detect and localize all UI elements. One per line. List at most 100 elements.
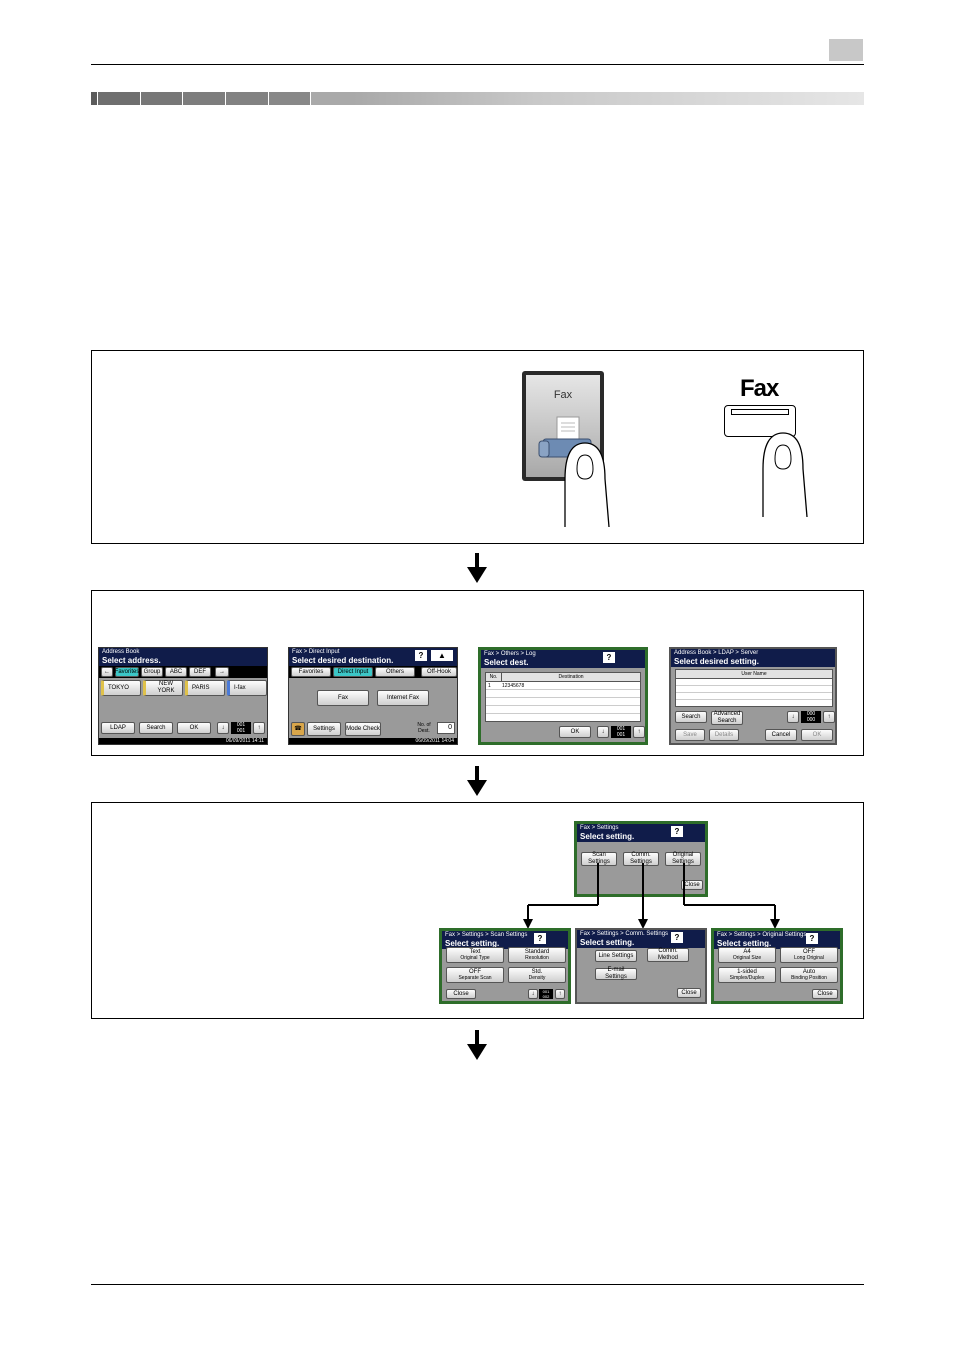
ldap-button[interactable]: LDAP bbox=[101, 722, 135, 734]
mode-check-button[interactable]: Mode Check bbox=[345, 722, 381, 736]
help-icon[interactable]: ? bbox=[534, 933, 546, 944]
log-screen: Fax > Others > Log Select dest. ? No. De… bbox=[478, 647, 648, 745]
page-counter: 000 bbox=[801, 711, 821, 717]
density-button[interactable]: Std.Density bbox=[508, 967, 566, 983]
help-icon[interactable]: ? bbox=[671, 932, 683, 943]
prompt: Select desired setting. bbox=[674, 657, 759, 666]
breadcrumb: Fax > Settings > Scan Settings bbox=[445, 932, 528, 938]
tab-favorites[interactable]: Favorites bbox=[115, 667, 139, 677]
breadcrumb: Fax > Settings bbox=[580, 825, 619, 831]
step1-frame: Fax Fax bbox=[91, 350, 864, 544]
band-segment bbox=[183, 92, 225, 105]
address-entry[interactable]: TOKYO bbox=[101, 680, 141, 696]
original-settings-button[interactable]: Original Settings bbox=[665, 852, 701, 866]
band-segment bbox=[535, 92, 864, 105]
close-button[interactable]: Close bbox=[446, 989, 476, 999]
setting-value: 1-sided bbox=[737, 968, 757, 975]
ok-button[interactable]: OK bbox=[559, 726, 591, 738]
details-button[interactable]: Details bbox=[709, 729, 739, 741]
tab-others[interactable]: Others bbox=[375, 667, 415, 677]
prompt: Select setting. bbox=[580, 832, 635, 841]
page-counter-total: 002 bbox=[539, 994, 553, 999]
row-destination: 12345678 bbox=[502, 683, 525, 689]
top-rule bbox=[91, 64, 864, 65]
tab-direct-input[interactable]: Direct Input bbox=[333, 667, 373, 677]
page-number-box bbox=[829, 39, 863, 61]
bottom-rule bbox=[91, 1284, 864, 1285]
band-segment bbox=[140, 92, 183, 105]
breadcrumb: Fax > Settings > Original Settings bbox=[717, 932, 807, 938]
internet-fax-button[interactable]: Internet Fax bbox=[377, 690, 429, 706]
close-button[interactable]: Close bbox=[681, 880, 703, 890]
scroll-down-button[interactable]: ↓ bbox=[597, 726, 609, 738]
scroll-down-button[interactable]: ↓ bbox=[528, 989, 538, 999]
status-bar: 06/09/2011 14:11 bbox=[99, 738, 267, 744]
address-entry[interactable]: PARIS bbox=[185, 680, 225, 696]
search-button[interactable]: Search bbox=[675, 711, 707, 723]
tab-off-hook[interactable]: Off-Hook bbox=[421, 667, 457, 677]
tab-prev[interactable]: ← bbox=[101, 667, 113, 677]
tab-def[interactable]: DEF bbox=[189, 667, 211, 677]
address-entry[interactable]: I-fax bbox=[227, 680, 267, 696]
fax-button[interactable]: Fax bbox=[317, 690, 369, 706]
help-icon[interactable]: ? bbox=[415, 650, 427, 661]
hard-key-label: Fax bbox=[740, 375, 779, 402]
search-button[interactable]: Search bbox=[139, 722, 173, 734]
scroll-up-button[interactable]: ↑ bbox=[633, 726, 645, 738]
help-icon[interactable]: ? bbox=[603, 652, 615, 663]
setting-value: Standard bbox=[524, 948, 550, 955]
tab-favorites[interactable]: Favorites bbox=[291, 667, 331, 677]
fax-hard-key[interactable] bbox=[724, 405, 796, 437]
help-icon[interactable]: ? bbox=[806, 933, 818, 944]
tab-next[interactable]: → bbox=[215, 667, 229, 677]
touch-fax-button[interactable]: Fax bbox=[522, 371, 604, 481]
setting-value: OFF bbox=[803, 948, 815, 955]
tab-group[interactable]: Group bbox=[141, 667, 163, 677]
settings-button[interactable]: Settings bbox=[307, 722, 341, 736]
prompt: Select setting. bbox=[717, 939, 772, 948]
table-row[interactable]: 1 12345678 bbox=[486, 682, 640, 690]
scroll-up-button[interactable]: ↑ bbox=[823, 711, 835, 723]
comm-method-button[interactable]: Comm. Method bbox=[647, 948, 689, 962]
help-icon[interactable]: ? bbox=[671, 826, 683, 837]
dest-count-label: No. of Dest. bbox=[417, 722, 431, 734]
address-entry[interactable]: NEW YORK bbox=[143, 680, 183, 696]
scroll-down-button[interactable]: ↓ bbox=[787, 711, 799, 723]
screen-header: Fax > Settings > Scan Settings Select se… bbox=[442, 931, 568, 949]
scroll-up-button[interactable]: ↑ bbox=[253, 722, 265, 734]
setting-label: Original Size bbox=[732, 954, 762, 961]
scroll-down-button[interactable]: ↓ bbox=[217, 722, 229, 734]
advanced-search-button[interactable]: Advanced Search bbox=[711, 711, 743, 725]
save-button[interactable]: Save bbox=[675, 729, 705, 741]
email-settings-button[interactable]: E-mail Settings bbox=[595, 967, 637, 980]
close-button[interactable]: Close bbox=[812, 989, 838, 999]
eject-icon[interactable]: ▲ bbox=[431, 650, 453, 661]
step3-frame: Fax > Settings Select setting. ? Scan Se… bbox=[91, 802, 864, 1019]
line-settings-button[interactable]: Line Settings bbox=[595, 950, 637, 962]
scroll-up-button[interactable]: ↑ bbox=[555, 989, 565, 999]
comm-settings-button[interactable]: Comm. Settings bbox=[623, 852, 659, 866]
row-number: 1 bbox=[488, 683, 491, 689]
screen-header: Fax > Settings > Comm. Settings Select s… bbox=[577, 930, 705, 948]
tab-abc[interactable]: ABC bbox=[165, 667, 187, 677]
finger-icon bbox=[564, 442, 610, 528]
close-button[interactable]: Close bbox=[677, 988, 701, 998]
original-settings-screen: Fax > Settings > Original Settings Selec… bbox=[711, 928, 843, 1004]
band-segment bbox=[97, 92, 140, 105]
arrow-down-icon bbox=[467, 1030, 487, 1060]
ok-button[interactable]: OK bbox=[177, 722, 211, 734]
ok-button[interactable]: OK bbox=[801, 729, 833, 741]
cancel-button[interactable]: Cancel bbox=[765, 729, 797, 741]
fax-icon-button[interactable]: ☎ bbox=[291, 722, 305, 736]
setting-label: Density bbox=[528, 974, 546, 981]
prompt: Select dest. bbox=[484, 658, 529, 667]
scan-settings-button[interactable]: Scan Settings bbox=[581, 852, 617, 866]
breadcrumb: Fax > Settings > Comm. Settings bbox=[580, 931, 669, 937]
